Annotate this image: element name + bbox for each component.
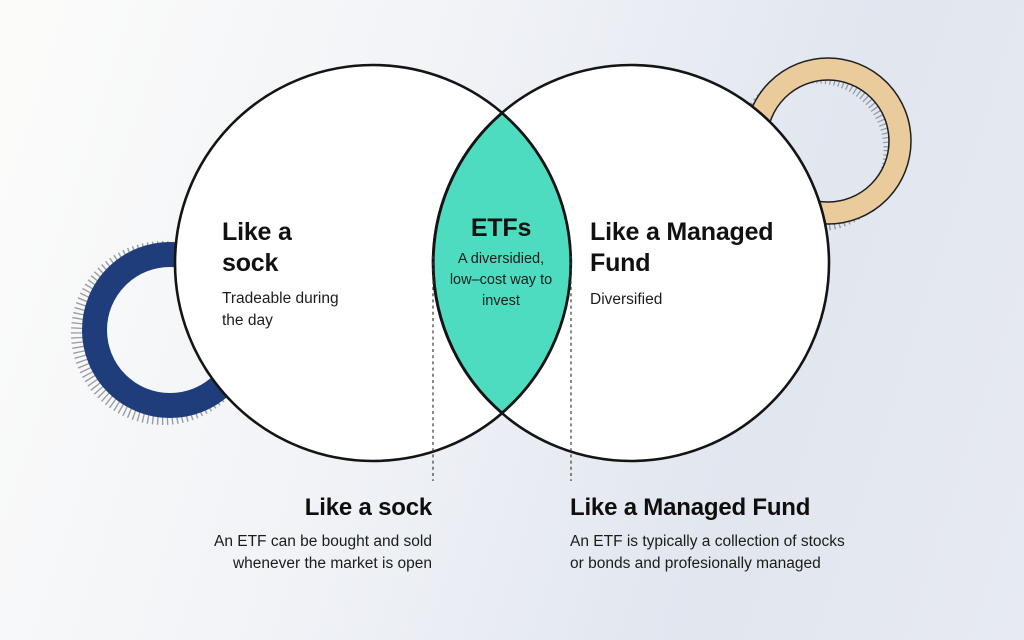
footnote-left-heading: Like a sock	[304, 494, 432, 521]
footnote-right-body: An ETF is typically a collection of stoc…	[570, 533, 845, 572]
right-circle-subtitle: Diversified	[590, 291, 663, 308]
footnote-left-body: An ETF can be bought and sold whenever t…	[213, 533, 432, 572]
left-circle-title: Like a sock	[222, 218, 292, 277]
footnote-right-heading: Like a Managed Fund	[570, 494, 811, 521]
intersection-title: ETFs	[470, 214, 532, 242]
intersection-subtitle: A diversidied, low–cost way to invest	[449, 251, 553, 309]
right-circle-title: Like a Managed Fund	[590, 218, 774, 277]
intersection-lens	[431, 111, 573, 415]
footnote-right: Like a Managed Fund An ETF is typically …	[570, 494, 845, 575]
left-circle-subtitle: Tradeable during the day	[222, 290, 339, 329]
footnote-left: Like a sock An ETF can be bought and sol…	[214, 494, 432, 575]
